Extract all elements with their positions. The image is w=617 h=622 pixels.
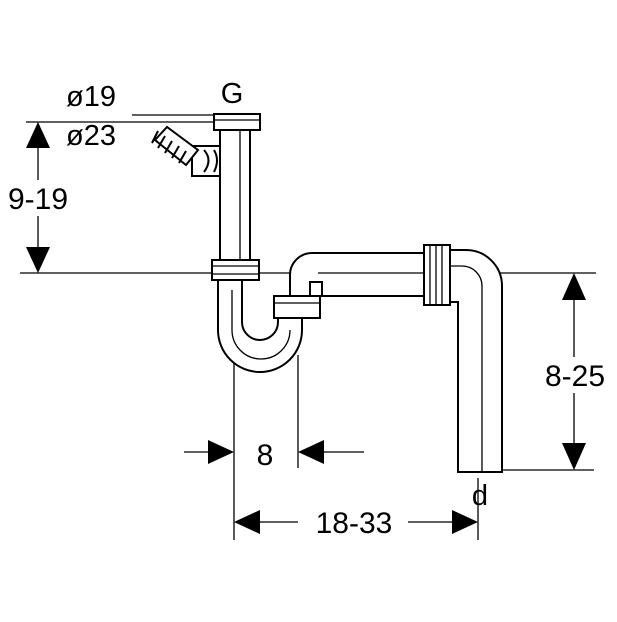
outlet-sleeve (423, 244, 451, 306)
label-height-outlet: 8-25 (545, 360, 605, 393)
arrowhead-right (452, 510, 478, 534)
label-diameter-large: ø23 (66, 120, 116, 152)
horizontal-pipe (289, 252, 427, 297)
hose-nozzle-body (153, 125, 200, 167)
label-trap-offset: 8 (257, 439, 274, 472)
dimension-outlet-reach: 18-33 (234, 504, 478, 540)
inlet-tube-body (219, 129, 251, 261)
label-height-upper: 9-19 (8, 183, 68, 216)
inlet-tube (191, 113, 261, 281)
inlet-nut (213, 113, 261, 131)
outlet-pipe (289, 244, 503, 473)
arrowhead-down (26, 247, 50, 273)
arrowhead-right (208, 440, 234, 464)
hose-nozzle (151, 125, 200, 167)
dimension-height-outlet: 8-25 (537, 273, 613, 470)
dimension-trap-offset: 8 (184, 439, 364, 472)
label-inlet-thread: G (221, 78, 244, 110)
arrowhead-up (26, 122, 50, 148)
arrowhead-up (562, 273, 586, 300)
label-outlet-reach: 18-33 (316, 507, 393, 540)
reference-lines (20, 121, 596, 540)
label-diameter-small: ø19 (66, 81, 116, 113)
label-outlet-diameter: d (472, 480, 488, 512)
dimension-height-upper: 9-19 (0, 122, 78, 273)
trap-nut (211, 259, 260, 281)
arrowhead-down (562, 443, 586, 470)
arrowhead-left (298, 440, 324, 464)
arrowhead-left (234, 510, 260, 534)
u-bend-trap (217, 279, 321, 373)
outlet-elbow (449, 249, 503, 473)
trap-outlet-nut (273, 295, 321, 319)
